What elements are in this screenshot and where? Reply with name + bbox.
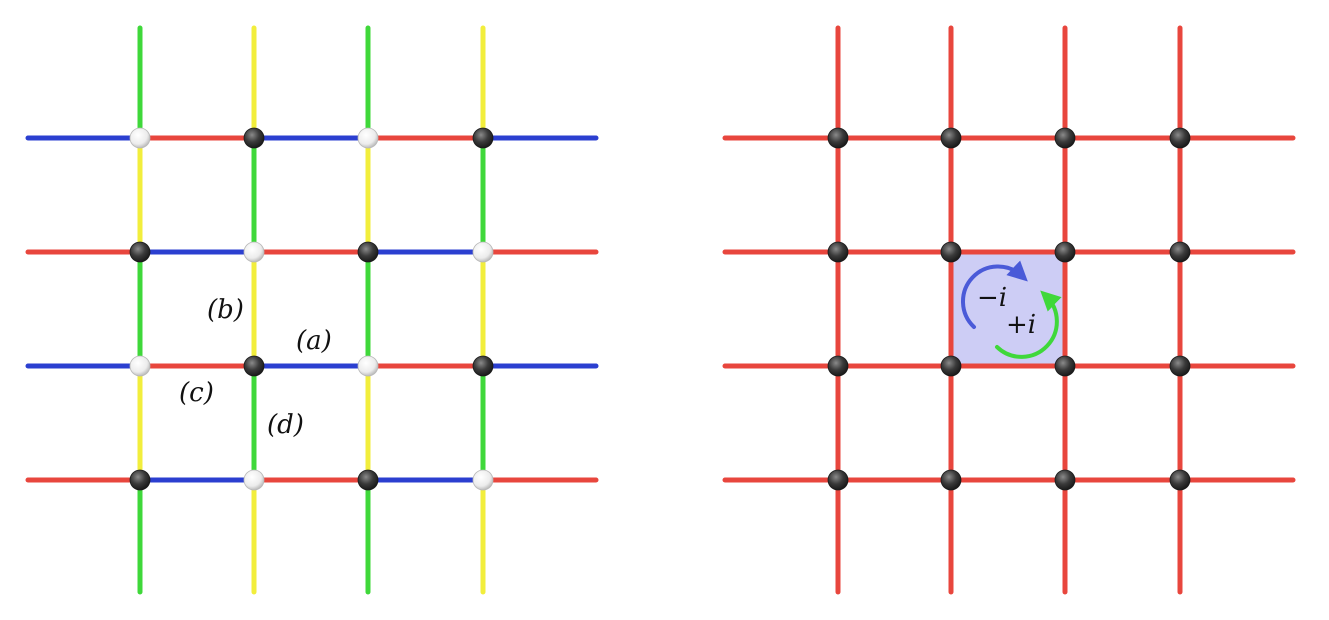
black-vertex [1169,355,1191,377]
white-vertex [357,355,379,377]
black-vertex [827,241,849,263]
white-vertex [129,127,151,149]
right-lattice-panel: −i +i [722,25,1296,595]
white-vertex [472,241,494,263]
black-vertex [1054,469,1076,491]
white-vertex [357,127,379,149]
edge-label-b: (b) [207,295,244,325]
left-lattice-edges [25,25,599,595]
black-vertex [940,127,962,149]
black-vertex [472,127,494,149]
right-lattice-nodes [827,127,1191,491]
phase-label-plus-i: +i [1006,310,1036,340]
black-vertex [129,241,151,263]
white-vertex [472,469,494,491]
black-vertex [243,127,265,149]
black-vertex [940,355,962,377]
counterclockwise-arrow-icon [960,260,1028,329]
edge-label-d: (d) [267,410,304,440]
black-vertex [827,469,849,491]
black-vertex [243,355,265,377]
black-vertex [357,241,379,263]
clockwise-arrow-icon [995,290,1062,359]
left-lattice-panel: (a) (b) (c) (d) [25,25,599,595]
black-vertex [1169,241,1191,263]
white-vertex [129,355,151,377]
black-vertex [940,241,962,263]
white-vertex [243,469,265,491]
left-lattice-nodes [129,127,494,491]
white-vertex [243,241,265,263]
edge-label-a: (a) [296,326,332,356]
edge-label-c: (c) [179,378,214,408]
black-vertex [827,127,849,149]
black-vertex [940,469,962,491]
black-vertex [129,469,151,491]
black-vertex [1054,241,1076,263]
black-vertex [1054,127,1076,149]
black-vertex [827,355,849,377]
phase-label-minus-i: −i [977,283,1007,313]
black-vertex [1169,127,1191,149]
black-vertex [472,355,494,377]
right-lattice-edges [722,25,1296,595]
black-vertex [357,469,379,491]
black-vertex [1169,469,1191,491]
black-vertex [1054,355,1076,377]
